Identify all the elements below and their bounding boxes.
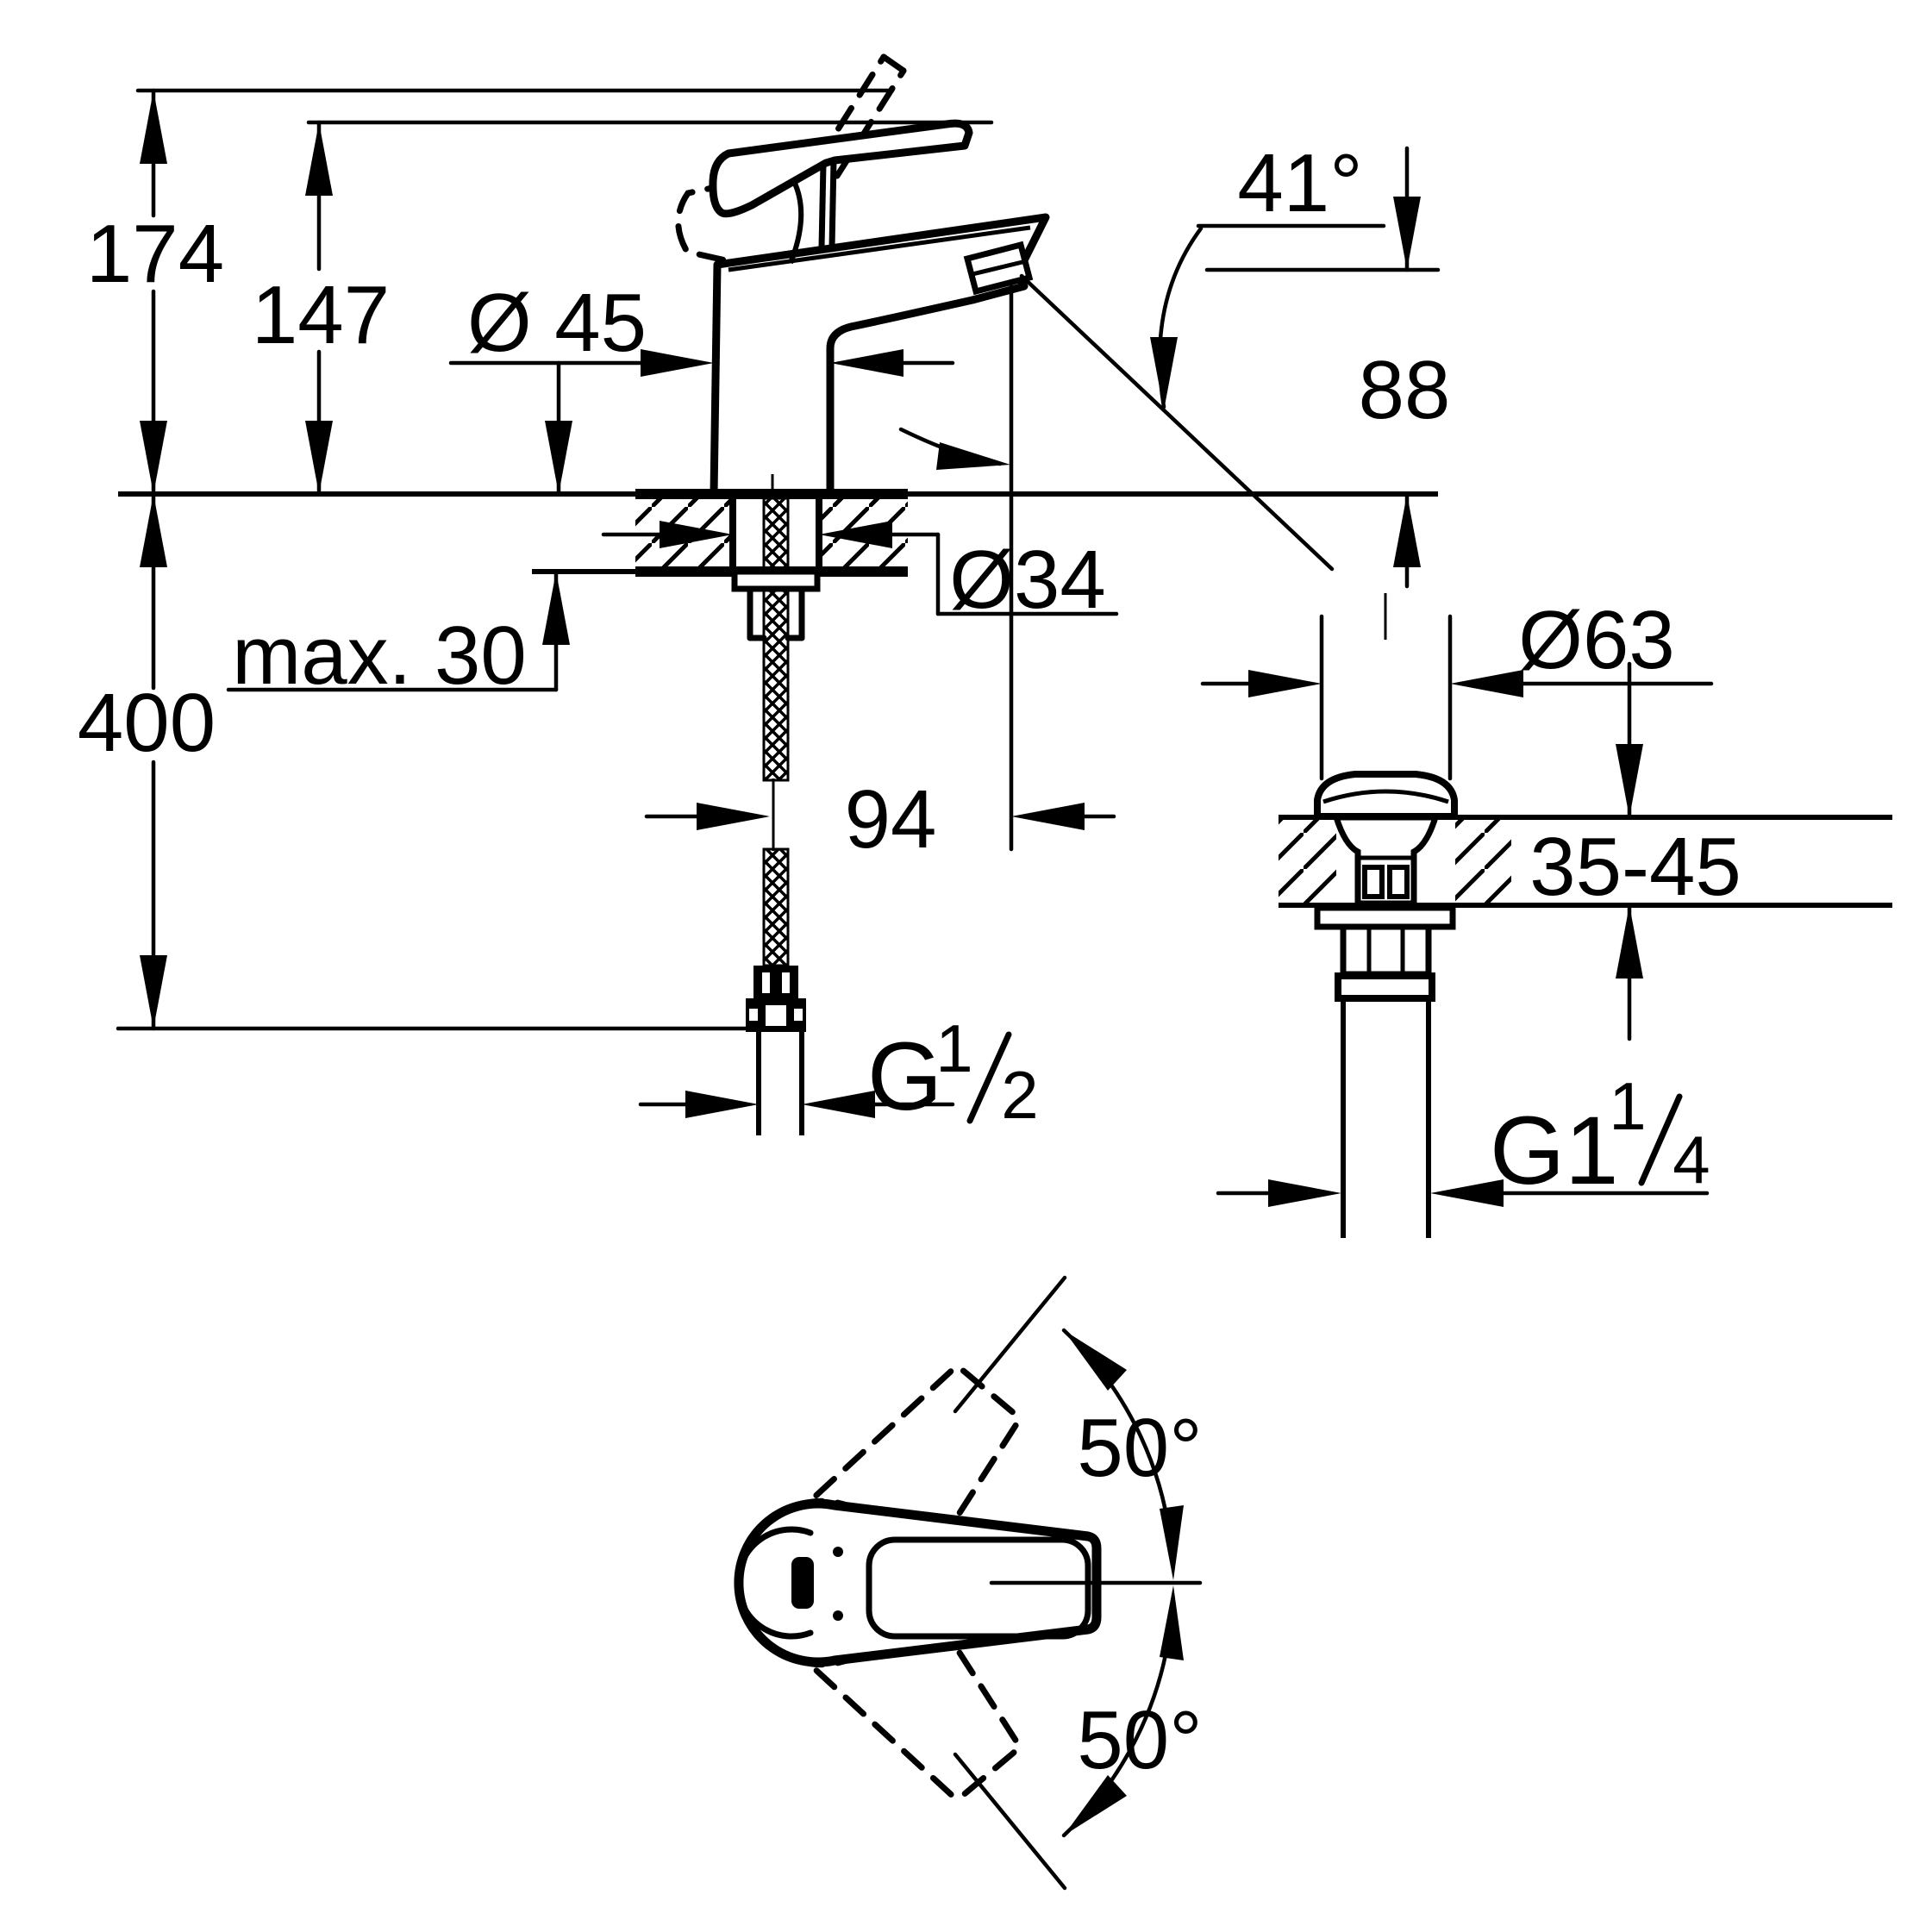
outlet-axis-leader: [1019, 273, 1335, 572]
dim-label-d45: Ø 45: [467, 277, 647, 369]
drain-collar: [1335, 972, 1435, 1002]
handle-slot-mark: [791, 1557, 814, 1609]
dim-label-d34: Ø34: [949, 534, 1105, 626]
mounting-deck-front: [118, 474, 1438, 641]
dim-spout-top-height: 147: [252, 120, 390, 497]
lever-neck-right: [828, 157, 837, 251]
drain-thread-label-g1: G1: [1490, 1097, 1618, 1204]
handle-top-view: [734, 1498, 1102, 1667]
dim-label-400: 400: [78, 677, 216, 769]
supply-hose: [746, 497, 806, 1135]
thread-label-den: 2: [1001, 1057, 1038, 1133]
handle-knob-inner-arc: [735, 1526, 814, 1640]
drain-thread-num: 1: [1609, 1068, 1646, 1144]
drain-thread-den: 4: [1673, 1122, 1710, 1197]
dim-hose-length: 400: [78, 491, 216, 1031]
spout-top-inner-line: [728, 225, 1031, 272]
dim-label-174: 174: [86, 208, 224, 300]
dim-flange-diameter: Ø63: [1200, 593, 1714, 781]
dim-deck-thickness-range: 35-45: [1529, 661, 1741, 1041]
dim-label-41: 41°: [1237, 137, 1362, 229]
dim-projection: 94: [644, 284, 1116, 866]
hose-collar: [753, 966, 798, 1000]
handle-inner-outline: [866, 1536, 1091, 1640]
swivel-leg-up: [953, 1275, 1067, 1414]
dim-spout-angle: 41°: [898, 137, 1386, 572]
thread-label-g: G: [867, 1022, 942, 1130]
top-view: 50° 50°: [734, 1275, 1203, 1891]
drain-body: [1314, 771, 1458, 1238]
dim-outlet-height: 88: [1204, 146, 1451, 589]
dim-total-height: 174: [86, 88, 224, 497]
front-view: 174 147 400 Ø 45: [78, 53, 1451, 1135]
dim-label-88: 88: [1359, 344, 1451, 436]
dim-label-50-down: 50°: [1077, 1694, 1202, 1786]
dim-body-diameter: Ø 45: [448, 277, 955, 377]
dim-drain-thread: G1 1 4: [1216, 1068, 1710, 1207]
drain-nut: [1340, 923, 1432, 978]
dim-label-3545: 35-45: [1529, 821, 1741, 913]
thread-label-num: 1: [935, 1010, 972, 1086]
aerator-inner-line: [972, 259, 1027, 277]
drain-view: Ø63: [1200, 593, 1892, 1238]
swivel-leg-down: [953, 1752, 1067, 1891]
faucet-body: [710, 213, 1050, 498]
dim-label-max30: max. 30: [232, 610, 526, 702]
lever-neck-left: [818, 160, 827, 251]
dim-hole-diameter: Ø34: [601, 521, 1119, 626]
lever-lowered: [709, 119, 973, 218]
dim-label-d63: Ø63: [1518, 594, 1674, 686]
shank-flange: [731, 568, 821, 592]
dim-label-50-up: 50°: [1077, 1402, 1202, 1494]
dim-supply-thread: G 1 2: [638, 1010, 1039, 1133]
drain-deck-hatch-right: [1455, 819, 1511, 903]
drain-cap: [1314, 771, 1458, 820]
dim-handle-swivel: 50° 50°: [953, 1275, 1203, 1891]
dim-label-147: 147: [252, 269, 390, 361]
dim-label-94: 94: [845, 773, 937, 866]
dim-max-deck-thickness: max. 30: [226, 360, 572, 702]
fraction-slash: [966, 1031, 1012, 1124]
drain-deck-hatch-left: [1279, 819, 1336, 903]
fraction-slash: [1638, 1093, 1683, 1186]
